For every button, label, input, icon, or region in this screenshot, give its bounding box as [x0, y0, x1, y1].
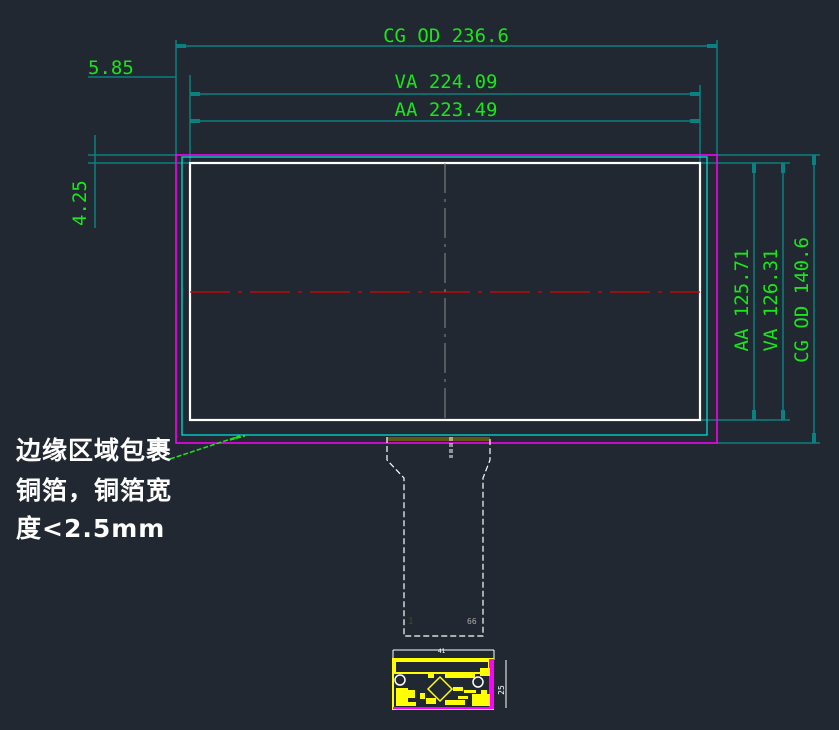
cover-glass-outline	[175, 154, 718, 444]
pcb-board: 41 25	[392, 648, 507, 710]
dimension-lines	[88, 40, 820, 444]
dimension-arrows	[176, 44, 816, 443]
pcb-width-label: 41	[438, 648, 446, 655]
fpc-pin-last: 66	[467, 617, 477, 626]
left-offset-label: 5.85	[88, 57, 134, 79]
fpc-pin-first: 1	[408, 617, 413, 627]
viewing-area-outline	[181, 156, 708, 436]
cg-od-width-label: CG OD 236.6	[383, 25, 509, 47]
aa-height-label: AA 125.71	[731, 249, 753, 352]
aa-width-label: AA 223.49	[395, 99, 498, 121]
va-height-label: VA 126.31	[760, 249, 782, 352]
top-offset-label: 4.25	[69, 180, 91, 226]
va-width-label: VA 224.09	[395, 71, 498, 93]
fpc-outline	[386, 437, 491, 637]
note-line-3: 度<2.5mm	[16, 514, 166, 543]
cg-od-height-label: CG OD 140.6	[791, 237, 813, 363]
pcb-height-label: 25	[497, 685, 506, 695]
note-line-1: 边缘区域包裹	[16, 436, 173, 465]
note-line-2: 铜箔，铜箔宽	[16, 476, 173, 505]
note-leader-line	[169, 435, 246, 460]
fpc-bonding-pad	[387, 437, 490, 441]
